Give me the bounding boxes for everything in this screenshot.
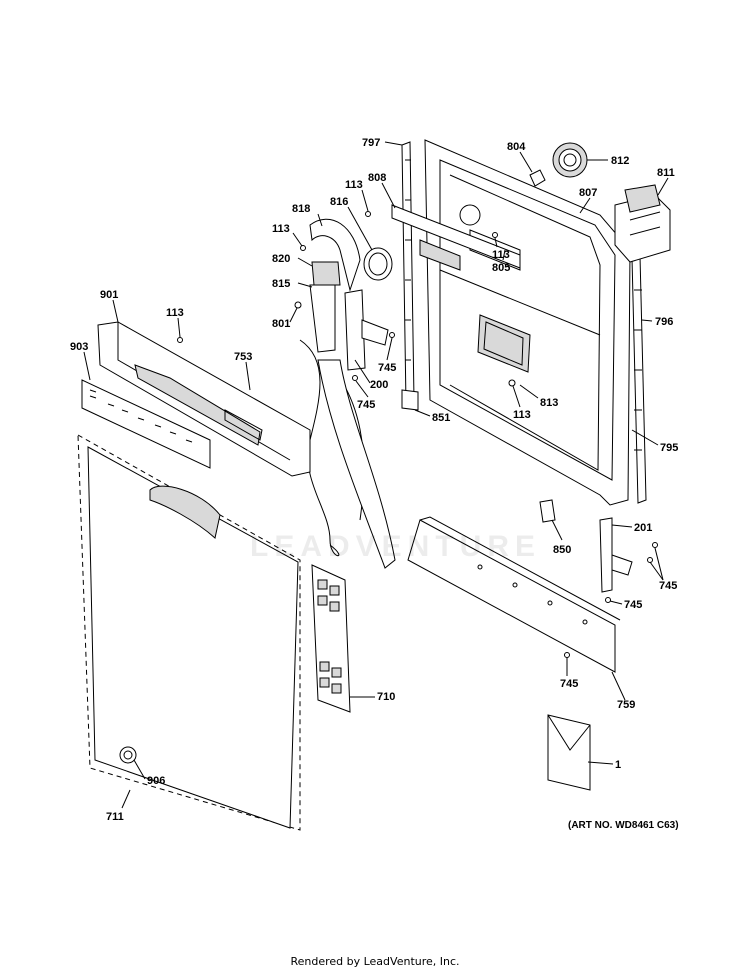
callout-815: 815 xyxy=(272,278,290,290)
callout-813: 813 xyxy=(540,397,558,409)
callout-200: 200 xyxy=(370,379,388,391)
vent-seal[interactable] xyxy=(363,247,393,281)
callout-745: 745 xyxy=(378,362,396,374)
inner-door-panel[interactable] xyxy=(424,139,631,506)
callout-113: 113 xyxy=(166,307,184,319)
art-number: (ART NO. WD8461 C63) xyxy=(568,820,679,831)
callout-808: 808 xyxy=(368,172,386,184)
callout-816: 816 xyxy=(330,196,348,208)
callout-745: 745 xyxy=(357,399,375,411)
callout-804: 804 xyxy=(507,141,526,153)
callout-795: 795 xyxy=(660,442,678,454)
vent-fan[interactable] xyxy=(552,142,588,178)
vent-duct[interactable] xyxy=(309,218,361,353)
callout-796: 796 xyxy=(655,316,673,328)
door-latch-clip[interactable] xyxy=(539,499,556,523)
left-door-rail[interactable] xyxy=(401,141,415,405)
control-module[interactable] xyxy=(614,184,671,263)
callout-811: 811 xyxy=(657,167,675,179)
watermark: LEADVENTURE xyxy=(250,530,542,563)
callout-113: 113 xyxy=(345,179,363,191)
callout-1: 1 xyxy=(615,759,621,771)
callout-812: 812 xyxy=(611,155,629,167)
callout-201: 201 xyxy=(634,522,652,534)
callout-745: 745 xyxy=(560,678,578,690)
control-overlay[interactable] xyxy=(81,379,211,469)
callout-820: 820 xyxy=(272,253,290,265)
door-latch[interactable] xyxy=(401,389,419,411)
control-panel[interactable] xyxy=(97,321,311,477)
door-insulation[interactable] xyxy=(311,564,351,713)
callout-113: 113 xyxy=(272,223,290,235)
right-door-rail[interactable] xyxy=(631,255,647,504)
wire-harness[interactable] xyxy=(299,339,396,569)
callout-745: 745 xyxy=(624,599,642,611)
callout-807: 807 xyxy=(579,187,597,199)
callout-710: 710 xyxy=(377,691,395,703)
callout-113: 113 xyxy=(513,409,531,421)
latch-clip[interactable] xyxy=(529,169,546,187)
callout-851: 851 xyxy=(432,412,450,424)
callout-850: 850 xyxy=(553,544,571,556)
callout-805: 805 xyxy=(492,262,510,274)
literature-envelope[interactable] xyxy=(547,714,591,791)
callout-113: 113 xyxy=(492,249,510,261)
outer-door-panel[interactable] xyxy=(77,434,301,831)
footer-credit: Rendered by LeadVenture, Inc. xyxy=(290,955,460,968)
hinge-bracket-left[interactable] xyxy=(344,289,389,371)
callout-906: 906 xyxy=(147,775,165,787)
screws xyxy=(177,211,658,658)
door-bottom-trim[interactable] xyxy=(407,516,621,673)
callout-711: 711 xyxy=(106,811,124,823)
callout-797: 797 xyxy=(362,137,380,149)
vent-bracket[interactable] xyxy=(391,204,521,271)
callout-745: 745 xyxy=(659,580,677,592)
callout-818: 818 xyxy=(292,203,310,215)
leader-lines xyxy=(83,141,669,809)
callout-759: 759 xyxy=(617,699,635,711)
hinge-bracket-right[interactable] xyxy=(599,517,633,593)
callout-903: 903 xyxy=(70,341,88,353)
callout-753: 753 xyxy=(234,351,252,363)
callout-801: 801 xyxy=(272,318,290,330)
callout-901: 901 xyxy=(100,289,118,301)
